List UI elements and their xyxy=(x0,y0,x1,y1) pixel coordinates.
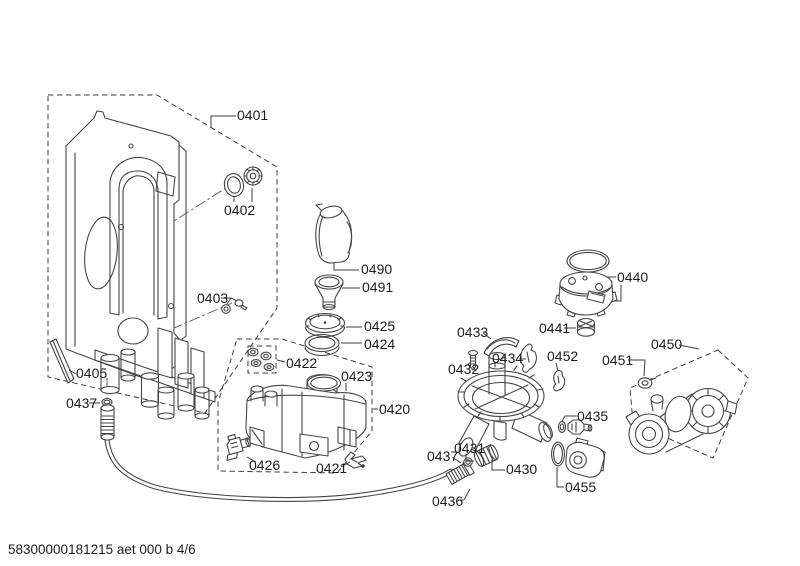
hose-fitting-left-0437 xyxy=(100,397,115,441)
leader-0433 xyxy=(482,332,492,340)
part-label-0441: 0441 xyxy=(539,320,570,336)
part-label-0430: 0430 xyxy=(506,461,537,477)
clip-part-0451 xyxy=(637,377,657,389)
assembly-box-0401 xyxy=(47,94,278,414)
leader-0436 xyxy=(458,488,471,501)
valve-part-0435 xyxy=(557,419,593,435)
assembly-box-0450 xyxy=(629,349,749,459)
leader-0430 xyxy=(491,456,505,471)
part-label-0423: 0423 xyxy=(341,368,372,384)
part-label-0401: 0401 xyxy=(237,107,268,123)
part-label-0436: 0436 xyxy=(432,493,463,509)
part-labels: 0401 0402 0403 0405 0437 0490 0491 0425 … xyxy=(66,107,682,509)
part-label-0452: 0452 xyxy=(547,348,578,364)
o-ring xyxy=(566,249,610,273)
leader-0490 xyxy=(333,263,359,271)
leader-0450 xyxy=(678,344,700,350)
funnel-part-0491 xyxy=(314,274,344,311)
part-label-0435: 0435 xyxy=(577,408,608,424)
assembly-boxes xyxy=(47,94,749,474)
part-label-0421: 0421 xyxy=(316,460,347,476)
clip-part-0421 xyxy=(344,451,367,469)
part-label-0424: 0424 xyxy=(364,336,395,352)
part-label-0437-left: 0437 xyxy=(66,395,97,411)
part-label-0402: 0402 xyxy=(224,202,255,218)
part-label-0437-right: 0437 xyxy=(427,448,458,464)
caps-part-0422 xyxy=(247,347,275,371)
document-id-footer: 58300000181215 aet 000 b 4/6 xyxy=(8,542,196,557)
leader-0451 xyxy=(628,359,646,377)
pump-head xyxy=(628,413,670,455)
washer xyxy=(463,457,473,467)
leader-0437-right xyxy=(451,456,462,464)
leader-0402 xyxy=(233,188,253,202)
part-label-0491: 0491 xyxy=(362,279,393,295)
clip-part-0452 xyxy=(553,370,566,392)
leader-0431 xyxy=(465,454,474,462)
pump-part-0455 xyxy=(551,437,606,478)
circulation-pump-part-0450 xyxy=(625,387,738,455)
leader-0435 xyxy=(561,415,577,422)
seal-part-0433 xyxy=(483,337,520,357)
drain-hose-part-0436 xyxy=(104,437,454,502)
sump-unit-part-0440 xyxy=(554,249,618,318)
screw-part-0432 xyxy=(467,349,479,371)
leader-0455 xyxy=(556,467,564,488)
part-label-0432: 0432 xyxy=(448,361,479,377)
leader-0401 xyxy=(210,115,236,128)
leader-0403 xyxy=(221,297,238,305)
leader-0452 xyxy=(555,362,559,372)
part-label-0451: 0451 xyxy=(602,352,633,368)
strip-part-0405 xyxy=(49,338,75,384)
part-label-0434: 0434 xyxy=(492,350,523,366)
jug-part-0490 xyxy=(315,203,353,264)
leader-0421 xyxy=(340,461,351,468)
side-panel-part xyxy=(65,110,216,420)
panel-cutout-oval xyxy=(84,216,118,290)
leader-0405 xyxy=(68,369,77,375)
part-label-0490: 0490 xyxy=(361,261,392,277)
fastener-part-0403 xyxy=(221,299,248,314)
part-label-0422: 0422 xyxy=(286,355,317,371)
part-label-0426: 0426 xyxy=(249,457,280,473)
part-label-0455: 0455 xyxy=(565,479,596,495)
base-feet xyxy=(100,348,210,420)
leader-0432 xyxy=(466,361,472,366)
assembly-box-0422 xyxy=(247,345,277,374)
part-label-0405: 0405 xyxy=(76,365,107,381)
leader-0440 xyxy=(606,276,622,302)
sump-part-0430 xyxy=(457,351,553,457)
part-label-0440: 0440 xyxy=(617,269,648,285)
seal-part-0402 xyxy=(223,166,263,197)
assembly-box-0420 xyxy=(217,338,373,474)
leader-0426 xyxy=(246,456,257,463)
cap-part-0441 xyxy=(576,317,596,337)
panel-cutout-round xyxy=(117,317,149,345)
valve-part-0426 xyxy=(226,433,251,461)
o-ring-part-0423 xyxy=(306,374,342,392)
pump-o-ring xyxy=(664,395,692,433)
cap-part-0425 xyxy=(304,312,346,338)
part-label-0425: 0425 xyxy=(364,318,395,334)
hose-fitting-right-0437 xyxy=(445,457,475,485)
softener-tank-part-0420 xyxy=(245,373,367,459)
seal-ring-part-0424 xyxy=(304,333,340,357)
part-label-0420: 0420 xyxy=(379,401,410,417)
part-label-0433: 0433 xyxy=(457,324,488,340)
part-label-0403: 0403 xyxy=(197,290,228,306)
clamp-part-0434 xyxy=(519,343,537,373)
part-label-0431: 0431 xyxy=(454,440,485,456)
part-label-0450: 0450 xyxy=(651,336,682,352)
leader-lines xyxy=(68,115,700,501)
leader-0422 xyxy=(276,359,286,363)
